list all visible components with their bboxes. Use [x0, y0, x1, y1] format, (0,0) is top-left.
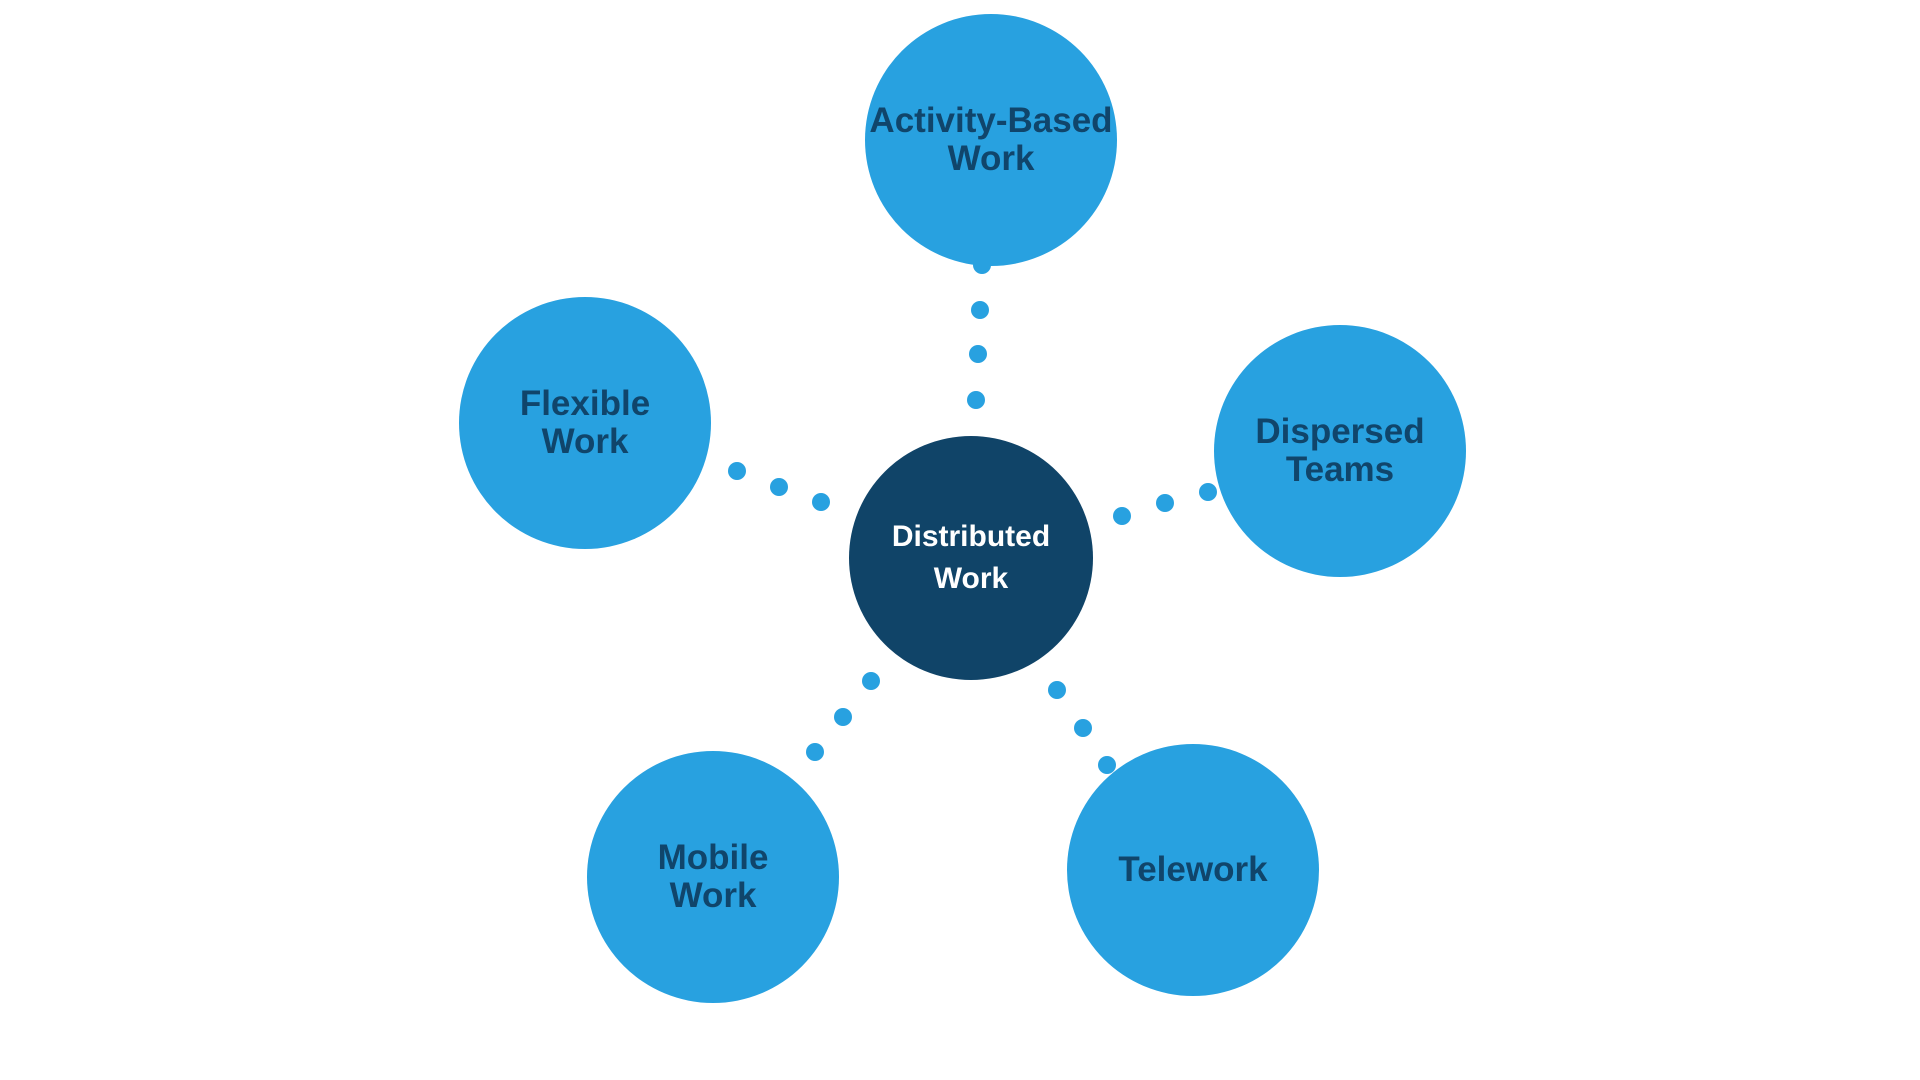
connector-dot-telework — [1098, 756, 1116, 774]
connector-dot-flexible — [728, 462, 746, 480]
node-telework: Telework — [1067, 744, 1319, 996]
node-mobile-work: Mobile Work — [587, 751, 839, 1003]
connector-dot-mobile — [834, 708, 852, 726]
center-label-line: Distributed — [891, 520, 1051, 553]
connector-dot-mobile — [862, 672, 880, 690]
node-activity-based-work: Activity-Based Work — [865, 14, 1117, 266]
node-label-line: Telework — [1118, 850, 1268, 889]
node-label-line: Dispersed — [1255, 412, 1425, 451]
node-label-line: Teams — [1285, 450, 1395, 489]
node-label-line: Work — [669, 876, 757, 915]
connector-dot-activity — [969, 345, 987, 363]
node-label-line: Flexible — [519, 384, 651, 423]
connector-dot-activity — [971, 301, 989, 319]
connector-dot-dispersed — [1156, 494, 1174, 512]
connector-dot-activity — [967, 391, 985, 409]
connector-dot-telework — [1074, 719, 1092, 737]
center-node-distributed-work: Distributed Work — [849, 436, 1093, 680]
node-label-line: Mobile — [657, 838, 769, 877]
connector-dot-telework — [1048, 681, 1066, 699]
connector-dot-flexible — [770, 478, 788, 496]
node-label-line: Work — [541, 422, 629, 461]
connector-dot-dispersed — [1113, 507, 1131, 525]
node-dispersed-teams: Dispersed Teams — [1214, 325, 1466, 577]
connector-dot-dispersed — [1199, 483, 1217, 501]
node-label-line: Work — [947, 139, 1035, 178]
connector-dot-mobile — [806, 743, 824, 761]
center-label-line: Work — [933, 562, 1009, 595]
node-flexible-work: Flexible Work — [459, 297, 711, 549]
node-label-line: Activity-Based — [869, 101, 1113, 140]
connector-dot-flexible — [812, 493, 830, 511]
